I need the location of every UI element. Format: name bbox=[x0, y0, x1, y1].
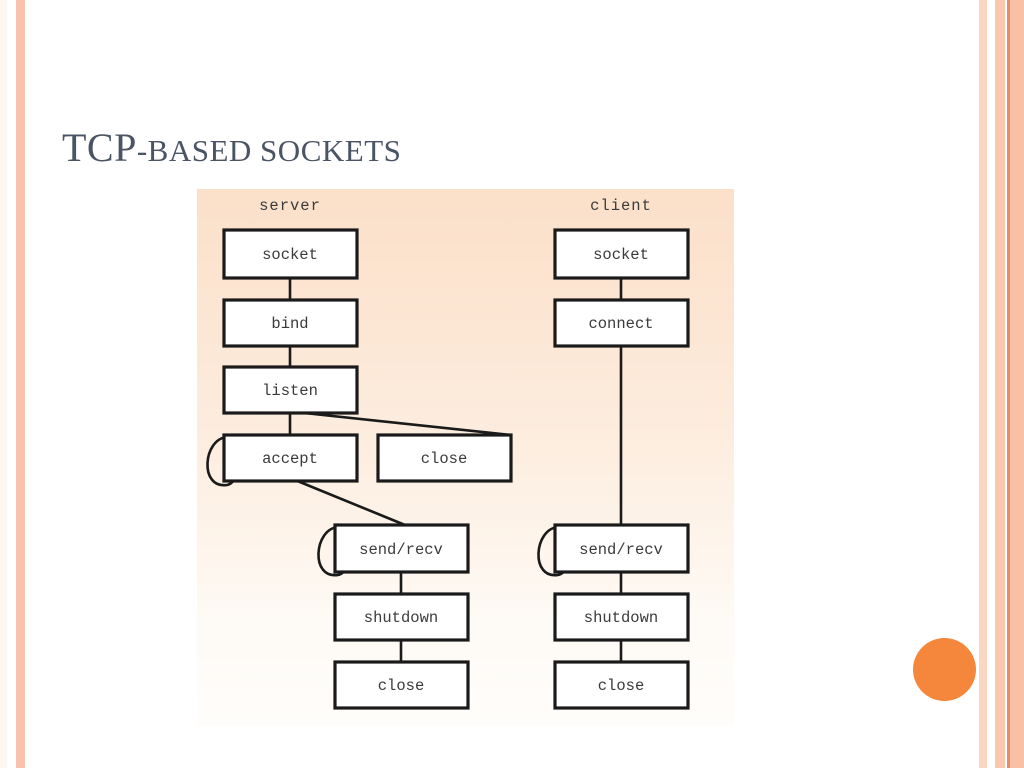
node-cli-connect[interactable]: connect bbox=[553, 298, 690, 348]
node-label: shutdown bbox=[364, 609, 438, 627]
edge-srv-accept-sendrecv bbox=[294, 478, 406, 527]
decor-band-left-salmon bbox=[16, 0, 25, 768]
node-srv-accept[interactable]: accept bbox=[222, 433, 359, 483]
node-cli-shutdown[interactable]: shutdown bbox=[553, 592, 690, 642]
edge-srv-listen-close bbox=[294, 410, 512, 437]
node-label: close bbox=[378, 677, 425, 695]
decor-band-left-pale bbox=[0, 0, 7, 768]
page-title-rest: -BASED SOCKETS bbox=[136, 133, 402, 169]
decor-band-right-2 bbox=[995, 0, 1005, 768]
node-label: socket bbox=[262, 246, 318, 264]
column-label-server: server bbox=[259, 197, 321, 215]
page-title-lead: TCP bbox=[62, 125, 137, 171]
decor-band-right-1 bbox=[979, 0, 987, 768]
node-srv-bind[interactable]: bind bbox=[222, 298, 359, 348]
node-srv-sendrecv[interactable]: send/recv bbox=[333, 523, 470, 574]
decor-band-right-4 bbox=[1010, 0, 1024, 768]
node-label: send/recv bbox=[579, 541, 663, 559]
node-label: send/recv bbox=[359, 541, 443, 559]
node-srv-listen[interactable]: listen bbox=[222, 365, 359, 415]
node-cli-socket[interactable]: socket bbox=[553, 228, 690, 280]
decor-band-right-3 bbox=[1007, 0, 1010, 768]
node-label: socket bbox=[593, 246, 649, 264]
node-label: listen bbox=[262, 382, 318, 400]
node-cli-close[interactable]: close bbox=[553, 660, 690, 710]
node-srv-close-top[interactable]: close bbox=[376, 433, 513, 483]
page-title: TCP-BASED SOCKETS bbox=[62, 124, 401, 171]
diagram-svg: server client socke bbox=[206, 197, 690, 710]
node-srv-close[interactable]: close bbox=[333, 660, 470, 710]
column-label-client: client bbox=[590, 197, 652, 215]
node-srv-socket[interactable]: socket bbox=[222, 228, 359, 280]
node-label: shutdown bbox=[584, 609, 658, 627]
node-label: close bbox=[598, 677, 645, 695]
node-label: bind bbox=[271, 315, 308, 333]
node-label: accept bbox=[262, 450, 318, 468]
node-label: close bbox=[421, 450, 468, 468]
tcp-socket-flow-diagram: server client socke bbox=[197, 189, 734, 726]
node-srv-shutdown[interactable]: shutdown bbox=[333, 592, 470, 642]
node-label: connect bbox=[588, 315, 653, 333]
node-cli-sendrecv[interactable]: send/recv bbox=[553, 523, 690, 574]
accent-dot bbox=[913, 638, 976, 701]
